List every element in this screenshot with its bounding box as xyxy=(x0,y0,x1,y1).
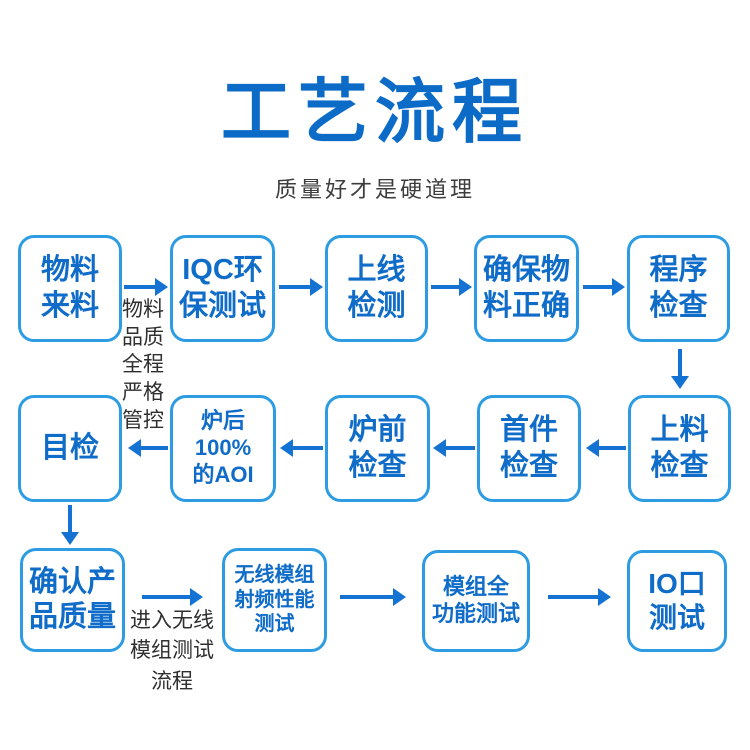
arrow-left-icon xyxy=(128,438,168,458)
arrow-right-icon xyxy=(279,277,323,297)
arrow-right-icon xyxy=(548,587,611,607)
page-title: 工艺流程 xyxy=(221,73,529,151)
arrow-right-icon xyxy=(340,587,406,607)
step-io-port-test: IO口 测试 xyxy=(627,550,727,652)
arrow-right-icon xyxy=(142,587,203,607)
arrow-right-icon xyxy=(124,277,168,297)
arrow-left-icon xyxy=(433,438,475,458)
page-subtitle: 质量好才是硬道理 xyxy=(274,177,475,202)
step-online-inspection: 上线 检测 xyxy=(325,235,428,342)
arrow-right-icon xyxy=(431,277,472,297)
note-enter-wireless-module-test: 进入无线 模组测试 流程 xyxy=(130,609,214,693)
note-material-quality-control: 物料 品质 全程 严格 管控 xyxy=(122,298,164,432)
step-pre-furnace-check: 炉前 检查 xyxy=(325,395,430,502)
arrow-right-icon xyxy=(583,277,625,297)
step-aoi-after-furnace: 炉后100% 的AOI xyxy=(170,395,276,502)
step-program-check: 程序 检查 xyxy=(627,235,730,342)
step-verify-material: 确保物 料正确 xyxy=(474,235,579,342)
step-confirm-product-quality: 确认产 品质量 xyxy=(20,548,125,652)
step-incoming-material: 物料 来料 xyxy=(18,235,122,342)
step-full-function-test: 模组全 功能测试 xyxy=(422,550,530,652)
arrow-left-icon xyxy=(586,438,626,458)
arrow-down-icon xyxy=(670,349,690,389)
step-rf-performance-test: 无线模组 射频性能 测试 xyxy=(222,548,327,652)
step-first-article-check: 首件 检查 xyxy=(477,395,581,502)
step-visual-inspection: 目检 xyxy=(18,395,122,502)
step-loading-check: 上料 检查 xyxy=(628,395,731,502)
arrow-down-icon xyxy=(60,505,80,545)
step-iqc-environmental-test: IQC环 保测试 xyxy=(170,235,275,342)
arrow-left-icon xyxy=(280,438,323,458)
